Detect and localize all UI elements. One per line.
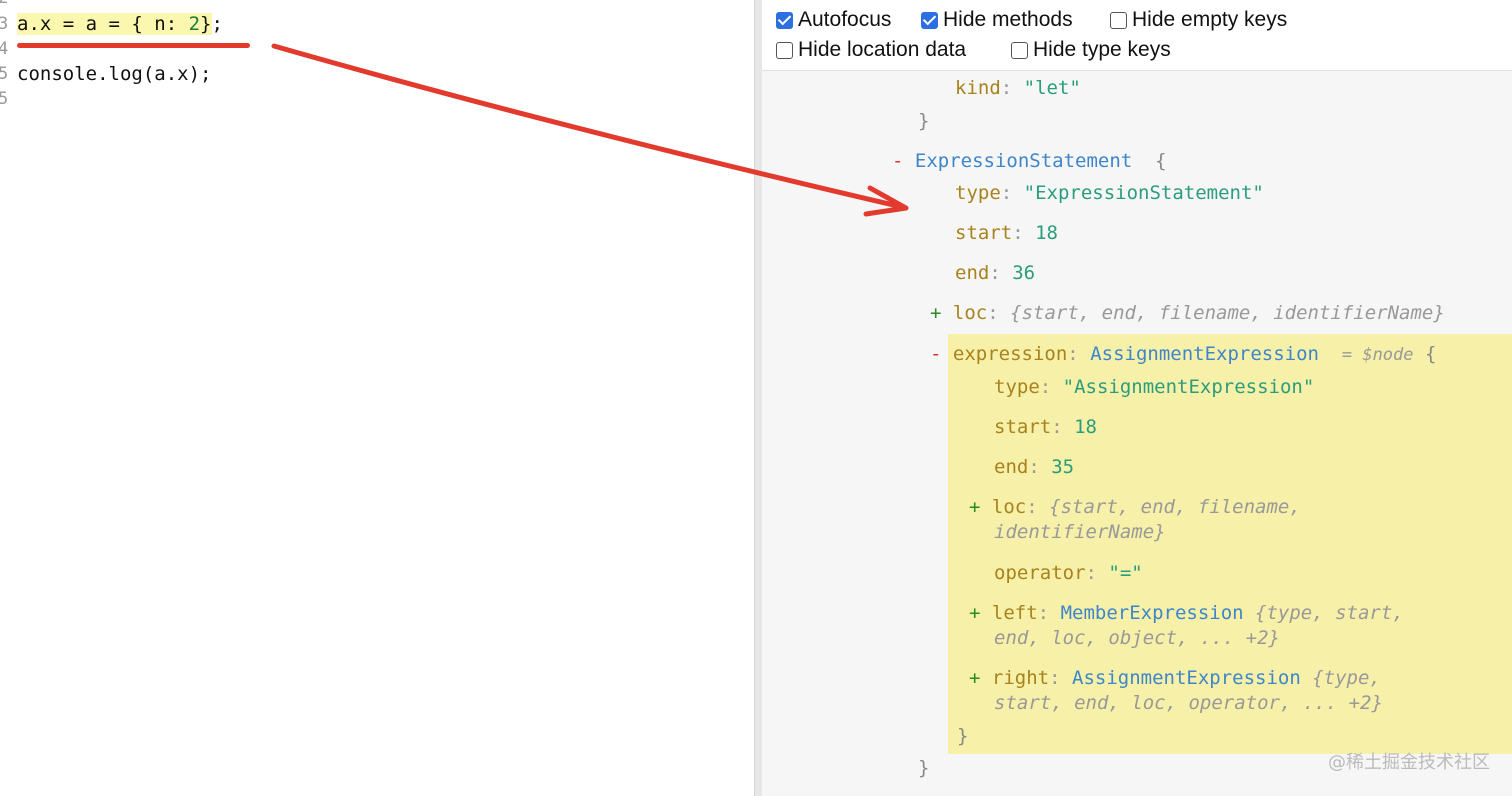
property-operator: operator: "=" (994, 562, 1143, 584)
left-summary-continued: end, loc, object, ... +2} (994, 627, 1280, 649)
collapse-toggle[interactable]: - (892, 150, 904, 172)
option-hide-location-data[interactable]: Hide location data (776, 38, 966, 62)
checkbox-hide-type-keys[interactable] (1011, 41, 1028, 59)
watermark: @稀土掘金技术社区 (1328, 752, 1490, 773)
expand-toggle[interactable]: + (969, 496, 981, 518)
option-hide-type-keys[interactable]: Hide type keys (1011, 38, 1171, 62)
line-number: 5 (0, 64, 9, 84)
property-start: start: 18 (955, 222, 1058, 244)
code-editor[interactable]: 2 3 4 5 5 a.x = a = { n: 2}; console.log… (0, 0, 754, 796)
option-autofocus[interactable]: Autofocus (776, 8, 891, 32)
line-number: 4 (0, 39, 9, 59)
node-assignment-expression[interactable]: - expression: AssignmentExpression = $no… (930, 343, 1437, 365)
ast-options-toolbar: Autofocus Hide methods Hide empty keys H… (762, 0, 1512, 71)
ast-tree: kind: "let" } - ExpressionStatement { ty… (762, 71, 1512, 796)
closing-brace: } (957, 725, 969, 747)
collapse-toggle[interactable]: - (930, 343, 942, 365)
code-line-5[interactable]: console.log(a.x); (17, 63, 212, 85)
option-hide-methods[interactable]: Hide methods (921, 8, 1073, 32)
expand-toggle[interactable]: + (969, 667, 981, 689)
pane-splitter[interactable] (754, 0, 763, 796)
red-underline-annotation (17, 43, 250, 48)
highlighted-expression: a.x = a = { n: 2} (17, 13, 212, 35)
property-start: start: 18 (994, 416, 1097, 438)
line-number: 3 (0, 14, 9, 34)
checkbox-autofocus[interactable] (776, 11, 793, 29)
checkbox-hide-empty-keys[interactable] (1110, 11, 1127, 29)
node-expression-statement[interactable]: - ExpressionStatement { (892, 150, 1167, 172)
right-summary-continued: start, end, loc, operator, ... +2} (994, 692, 1383, 714)
property-right[interactable]: + right: AssignmentExpression {type, (969, 667, 1381, 689)
property-left[interactable]: + left: MemberExpression {type, start, (969, 602, 1404, 624)
closing-brace: } (918, 757, 930, 779)
line-number: 2 (0, 0, 10, 10)
property-loc[interactable]: + loc: {start, end, filename, (969, 496, 1301, 518)
property-type: type: "AssignmentExpression" (994, 376, 1315, 398)
property-end: end: 36 (955, 262, 1036, 284)
property-end: end: 35 (994, 456, 1075, 478)
property-loc[interactable]: + loc: {start, end, filename, identifier… (930, 302, 1445, 324)
checkbox-hide-methods[interactable] (921, 11, 938, 29)
line-number: 5 (0, 89, 9, 109)
expand-toggle[interactable]: + (969, 602, 981, 624)
property-type: type: "ExpressionStatement" (955, 182, 1264, 204)
loc-summary-continued: identifierName} (994, 521, 1166, 543)
property-kind: kind: "let" (955, 77, 1081, 99)
ast-panel: Autofocus Hide methods Hide empty keys H… (762, 0, 1512, 796)
expand-toggle[interactable]: + (930, 302, 942, 324)
code-line-3[interactable]: a.x = a = { n: 2}; (17, 13, 223, 35)
closing-brace: } (918, 110, 930, 132)
checkbox-hide-location-data[interactable] (776, 41, 793, 59)
option-hide-empty-keys[interactable]: Hide empty keys (1110, 8, 1287, 32)
selected-node-highlight (948, 334, 1512, 754)
